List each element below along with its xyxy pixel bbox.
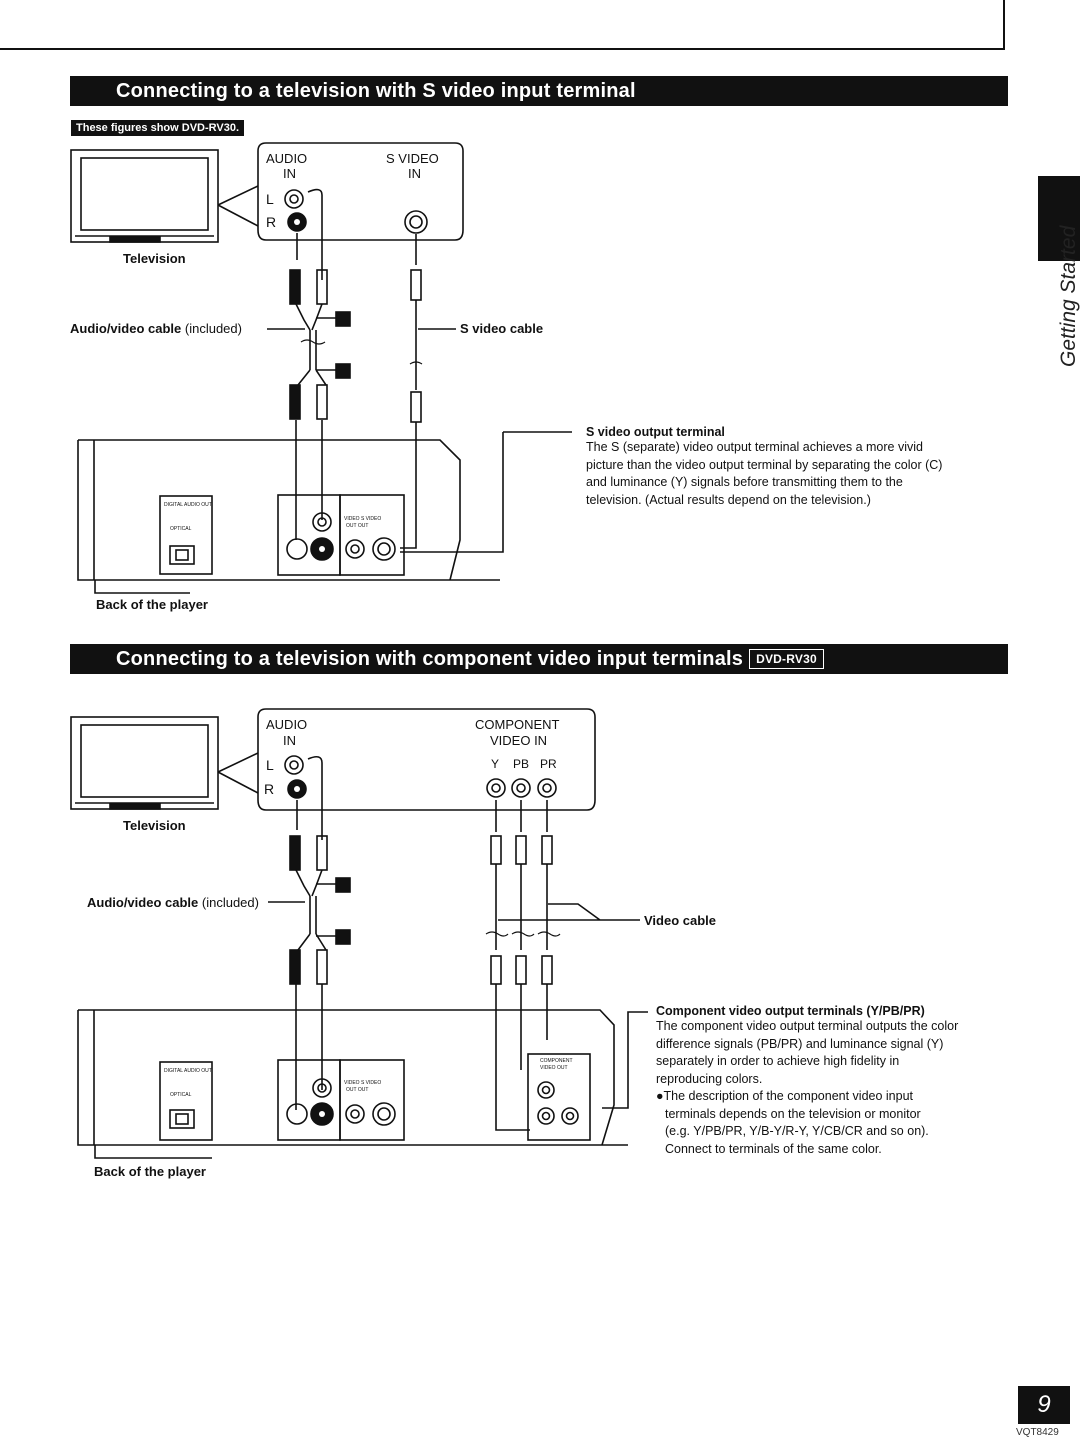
av-cable-label-1: Audio/video cable (included) <box>70 321 242 336</box>
av-cable-name-2: Audio/video cable <box>87 895 199 910</box>
section2-title-text: Connecting to a television with componen… <box>116 647 744 670</box>
tv2-component-video-in: VIDEO IN <box>490 733 548 748</box>
svideo-note-line: television. (Actual results depend on th… <box>586 492 871 507</box>
tv2-pr-label: PR <box>540 757 557 771</box>
section-tab-marker <box>1038 176 1080 261</box>
document-code: VQT8429 <box>1016 1427 1059 1438</box>
component-pr-jack-tv <box>537 778 557 798</box>
av-plug-yellow-1 <box>335 311 351 327</box>
svideo-out-jack-1 <box>372 537 396 561</box>
video-plug-pr-top <box>541 835 553 865</box>
tv1-svideo-label: S VIDEO <box>386 151 439 166</box>
component-y-jack-tv <box>486 778 506 798</box>
section1-title-text: Connecting to a television with S video … <box>116 79 636 102</box>
video-out-jack-1 <box>345 539 365 559</box>
svideo-output-note: S video output terminal The S (separate)… <box>586 425 1016 509</box>
av-plug-yellow-2 <box>335 363 351 379</box>
av-cable-suffix-1: (included) <box>184 321 242 336</box>
svg-text:DIGITAL AUDIO OUT: DIGITAL AUDIO OUT <box>164 1068 212 1074</box>
tv2-audio-in: IN <box>283 733 296 748</box>
component-note-line: difference signals (PB/PR) and luminance… <box>656 1036 944 1051</box>
av-plug-red-bottom-1 <box>289 384 301 420</box>
svideo-jack-tv <box>404 210 428 234</box>
video-cable-label: Video cable <box>644 913 717 928</box>
svg-text:OUT OUT: OUT OUT <box>346 1087 368 1093</box>
video-plug-pb-top <box>515 835 527 865</box>
tv1-right-label: R <box>266 214 277 230</box>
television-label-1: Television <box>123 251 186 266</box>
tv-input-panel-1 <box>257 142 464 241</box>
tv2-audio-label: AUDIO <box>266 717 308 732</box>
component-note-line: separately in order to achieve high fide… <box>656 1054 900 1068</box>
component-note-line: terminals depends on the television or m… <box>665 1106 921 1121</box>
svg-text:VIDEO S VIDEO: VIDEO S VIDEO <box>344 516 381 522</box>
component-note-line: The component video output terminal outp… <box>656 1019 959 1033</box>
svg-text:OPTICAL: OPTICAL <box>170 526 192 532</box>
page-number: 9 <box>1018 1386 1070 1424</box>
component-note-line: reproducing colors. <box>656 1071 763 1086</box>
optical-out-panel-1 <box>159 495 213 575</box>
svideo-cable-label: S video cable <box>460 321 544 336</box>
component-note-title: Component video output terminals (Y/PB/P… <box>656 1004 925 1018</box>
svideo-note-line: The S (separate) video output terminal a… <box>586 440 923 454</box>
audio-out-panel-1 <box>277 494 341 576</box>
tv2-y-label: Y <box>491 757 500 771</box>
svg-text:DIGITAL AUDIO OUT: DIGITAL AUDIO OUT <box>164 502 212 508</box>
player-back-1 <box>77 439 500 594</box>
header-frame <box>0 0 1005 50</box>
svg-text:OPTICAL: OPTICAL <box>170 1092 192 1098</box>
component-note-line: (e.g. Y/PB/PR, Y/B-Y/R-Y, Y/CB/CR and so… <box>665 1124 929 1138</box>
tv-input-panel-2 <box>257 708 596 811</box>
av-plug-red-top-1 <box>289 269 301 305</box>
av-plug-white-bottom-1 <box>316 384 328 420</box>
tv1-left-label: L <box>266 191 274 207</box>
video-out-panel-1 <box>339 494 405 576</box>
svideo-plug-top <box>410 269 422 301</box>
component-output-note: Component video output terminals (Y/PB/P… <box>656 1004 1016 1158</box>
television-2 <box>70 716 219 810</box>
svideo-note-line: and luminance (Y) signals before transmi… <box>586 475 903 489</box>
back-of-player-label-2: Back of the player <box>94 1164 206 1179</box>
audio-jack-l-1 <box>284 189 304 209</box>
back-of-player-label-1: Back of the player <box>96 597 208 612</box>
svideo-note-line: picture than the video output terminal b… <box>586 457 943 472</box>
tv2-component-label: COMPONENT <box>475 717 560 732</box>
tv1-svideo-in: IN <box>408 166 421 181</box>
sub-woofer-jack-1 <box>286 538 308 560</box>
section2-title: Connecting to a television with componen… <box>70 644 1008 674</box>
tv1-audio-in: IN <box>283 166 296 181</box>
svg-text:COMPONENT: COMPONENT <box>540 1058 573 1064</box>
component-out-panel <box>527 1053 591 1141</box>
television-1 <box>70 149 219 243</box>
figures-note: These figures show DVD-RV30. <box>71 120 245 136</box>
svg-text:OUT OUT: OUT OUT <box>346 523 368 529</box>
av-cable-label-2: Audio/video cable (included) <box>87 895 259 910</box>
av-cable-name-1: Audio/video cable <box>70 321 182 336</box>
svg-text:VIDEO OUT: VIDEO OUT <box>540 1065 568 1071</box>
model-badge: DVD-RV30 <box>749 649 824 669</box>
av-cable-suffix-2: (included) <box>201 895 259 910</box>
video-plug-y-top <box>490 835 502 865</box>
section1-title: Connecting to a television with S video … <box>70 76 1008 106</box>
svg-text:VIDEO S VIDEO: VIDEO S VIDEO <box>344 1080 381 1086</box>
tv2-pb-label: PB <box>513 757 530 771</box>
tv2-right-label: R <box>264 781 275 797</box>
tv2-left-label: L <box>266 757 274 773</box>
player-back-2 <box>77 1009 628 1159</box>
television-label-2: Television <box>123 818 186 833</box>
tv1-audio-label: AUDIO <box>266 151 308 166</box>
svideo-plug-bottom <box>410 391 422 423</box>
optical-terminal-1 <box>169 545 195 565</box>
svideo-note-title: S video output terminal <box>586 425 725 439</box>
component-pb-jack-tv <box>511 778 531 798</box>
component-note-line: Connect to terminals of the same color. <box>665 1141 882 1156</box>
component-note-line: ●The description of the component video … <box>656 1089 914 1103</box>
